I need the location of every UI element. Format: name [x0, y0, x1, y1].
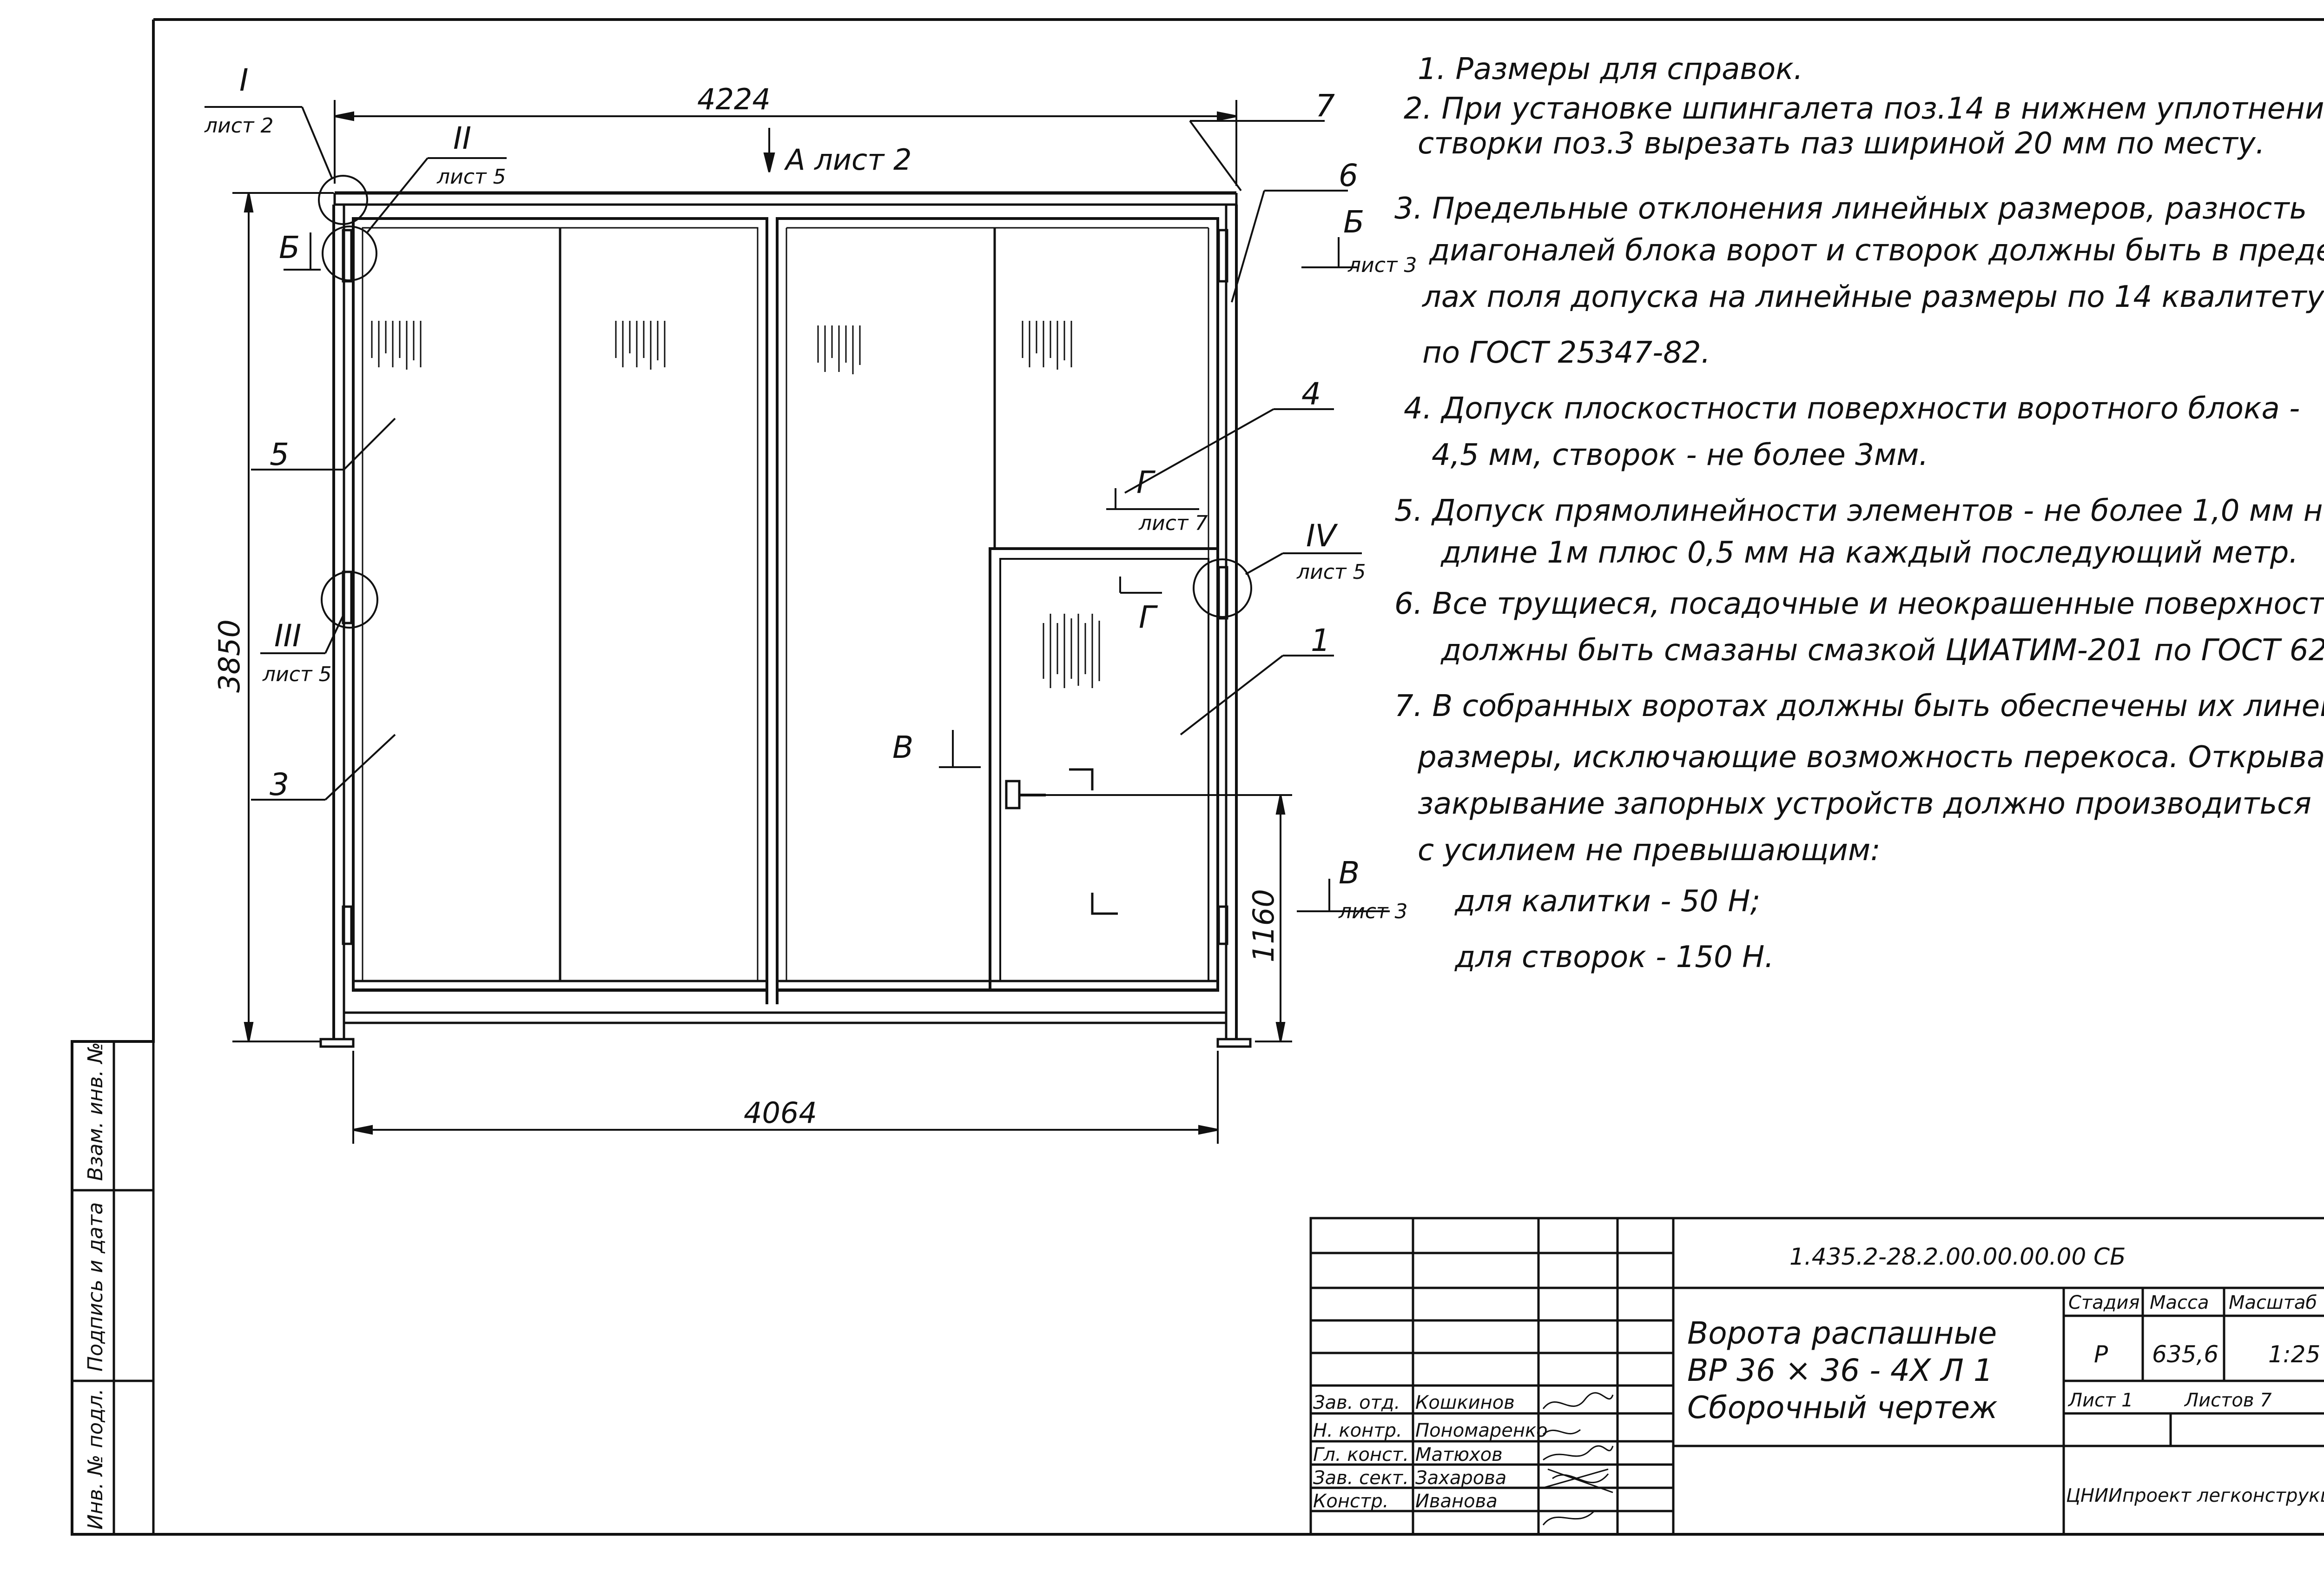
- note-line: 4. Допуск плоскостности поверхности воро…: [1404, 391, 2300, 426]
- title-block: [1309, 1217, 2324, 1536]
- section-b-sheet: лист 3: [1347, 253, 1417, 277]
- note-line: 7. В собранных воротах должны быть обесп…: [1394, 689, 2324, 723]
- note-line: должны быть смазаны смазкой ЦИАТИМ-201 п…: [1440, 633, 2324, 668]
- signatures: [1542, 1392, 1614, 1525]
- side-stamp-label: Подпись и дата: [84, 1202, 107, 1372]
- mass-header: Масса: [2150, 1292, 2209, 1313]
- callout-sheet-4: лист 5: [1296, 560, 1366, 584]
- callout-sheet-1: лист 2: [204, 114, 274, 138]
- callout-sheet-3: лист 5: [262, 663, 332, 686]
- position-1: 1: [1311, 623, 1330, 658]
- callout-leaders: [205, 106, 1390, 912]
- vent-hatching: [371, 321, 1100, 688]
- position-3: 3: [270, 767, 289, 802]
- callout-sheet-2: лист 5: [436, 165, 506, 189]
- position-7: 7: [1315, 88, 1335, 124]
- sheets-total: Листов 7: [2184, 1390, 2272, 1411]
- dim-height: 3850: [212, 619, 246, 693]
- note-line: 5. Допуск прямолинейности элементов - не…: [1394, 494, 2324, 528]
- title-line-1: Ворота распашные: [1687, 1315, 1997, 1351]
- section-g-sheet: лист 7: [1138, 511, 1208, 535]
- dim-bottom-width: 4064: [744, 1096, 817, 1130]
- role: Зав. отд.: [1313, 1392, 1400, 1413]
- note-line: 3. Предельные отклонения линейных размер…: [1394, 192, 2307, 226]
- title-line-3: Сборочный чертеж: [1687, 1390, 1998, 1426]
- role: Гл. конст.: [1313, 1444, 1409, 1465]
- note-line: створки поз.3 вырезать паз шириной 20 мм…: [1418, 126, 2265, 161]
- role: Констр.: [1313, 1491, 1388, 1512]
- note-line: 2. При установке шпингалета поз.14 в ниж…: [1404, 92, 2324, 126]
- note-line: по ГОСТ 25347-82.: [1422, 336, 1710, 370]
- note-line: 4,5 мм, створок - не более 3мм.: [1432, 438, 1928, 472]
- doc-code: 1.435.2-28.2.00.00.00.00 СБ: [1789, 1243, 2126, 1270]
- section-v-right: В: [1339, 855, 1360, 891]
- technical-notes: 1. Размеры для справок. 2. При установке…: [1394, 52, 2324, 975]
- note-line: для калитки - 50 Н;: [1454, 884, 1760, 919]
- name: Захарова: [1415, 1467, 1506, 1489]
- position-6: 6: [1339, 158, 1358, 193]
- dimension-lines: [232, 100, 1292, 1144]
- dim-top-width: 4224: [697, 82, 771, 116]
- position-5: 5: [270, 437, 289, 472]
- stage-value: Р: [2094, 1341, 2108, 1368]
- callout-roman-3: III: [274, 618, 301, 654]
- name: Пономаренко: [1415, 1420, 1548, 1441]
- section-v-left: В: [892, 729, 913, 765]
- note-line: 6. Все трущиеся, посадочные и неокрашенн…: [1394, 587, 2324, 621]
- scale-value: 1:25: [2268, 1341, 2320, 1368]
- side-stamp-label: Инв. № подл.: [84, 1388, 107, 1530]
- sheet-number: Лист 1: [2067, 1390, 2133, 1411]
- name: Матюхов: [1415, 1444, 1503, 1465]
- note-line: 1. Размеры для справок.: [1418, 52, 1803, 86]
- section-g-lower: Г: [1139, 599, 1158, 635]
- side-stamp-label: Взам. инв. №: [84, 1042, 107, 1181]
- note-line: с усилием не превышающим:: [1418, 833, 1881, 868]
- role: Н. контр.: [1313, 1420, 1402, 1441]
- note-line: закрывание запорных устройств должно про…: [1418, 787, 2311, 821]
- scale-header: Масштаб: [2229, 1292, 2317, 1313]
- organization: ЦНИИпроект легконструкция: [2066, 1485, 2324, 1506]
- section-b-left: Б: [279, 230, 300, 265]
- note-line: диагоналей блока ворот и створок должны …: [1429, 233, 2324, 268]
- note-line: для створок - 150 Н.: [1454, 940, 1774, 975]
- view-a-label: А лист 2: [784, 143, 911, 177]
- mass-value: 635,6: [2152, 1341, 2218, 1368]
- note-line: лах поля допуска на линейные размеры по …: [1421, 280, 2324, 314]
- section-v-sheet: лист 3: [1338, 900, 1408, 923]
- section-g-upper: Г: [1136, 464, 1156, 500]
- stage-header: Стадия: [2068, 1292, 2139, 1313]
- gate-drawing: [318, 175, 1252, 1048]
- callout-roman-4: IV: [1306, 518, 1338, 554]
- callout-roman-2: II: [453, 120, 471, 156]
- position-4: 4: [1301, 376, 1321, 412]
- role: Зав. сект.: [1313, 1467, 1409, 1489]
- callout-roman-1: I: [239, 62, 248, 98]
- side-stamp: [71, 1040, 155, 1536]
- note-line: длине 1м плюс 0,5 мм на каждый последующ…: [1440, 536, 2298, 570]
- name: Кошкинов: [1415, 1392, 1515, 1413]
- title-line-2: ВР 36 × 36 - 4Х Л 1: [1687, 1353, 1993, 1388]
- dim-handle-height: 1160: [1247, 889, 1281, 962]
- name: Иванова: [1415, 1491, 1498, 1512]
- section-b-right: Б: [1343, 204, 1364, 240]
- note-line: размеры, исключающие возможность перекос…: [1417, 740, 2324, 775]
